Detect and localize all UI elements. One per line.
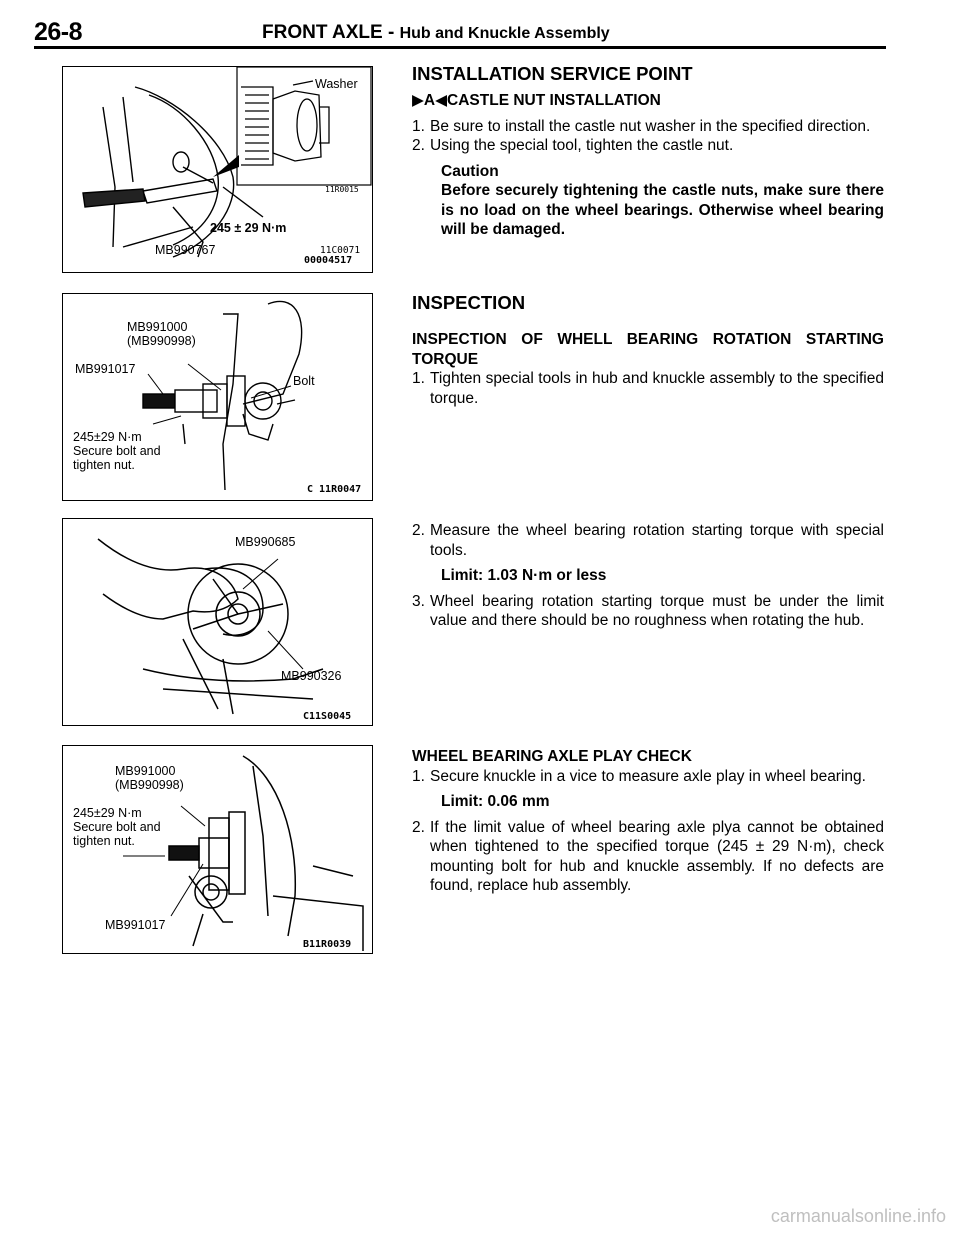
step-text: Measure the wheel bearing rotation start… <box>430 522 884 559</box>
step-number: 1. <box>412 117 425 135</box>
label-note-1: Secure bolt and <box>73 820 161 834</box>
page-title-sub: Hub and Knuckle Assembly <box>399 25 610 42</box>
caution-label: Caution <box>441 162 499 180</box>
label-washer: Washer <box>315 77 358 91</box>
step-text: Be sure to install the castle nut washer… <box>430 117 871 135</box>
caution-text: Before securely tightening the castle nu… <box>441 182 884 238</box>
figure-1-drawing <box>82 67 372 258</box>
page-number: 26-8 <box>34 18 83 46</box>
inset-code: 11R0015 <box>325 185 359 194</box>
step-text: Wheel bearing rotation starting torque m… <box>430 592 884 630</box>
step-2: 2. If the limit value of wheel bearing a… <box>412 818 884 896</box>
label-tool-mb990998: (MB990998) <box>127 334 196 348</box>
step-3: 3. Wheel bearing rotation starting torqu… <box>412 592 884 631</box>
label-tool-mb990685: MB990685 <box>235 535 296 549</box>
step-text: Using the special tool, tighten the cast… <box>430 137 734 154</box>
label-tool-mb991017: MB991017 <box>75 362 136 376</box>
marker-right-icon: ▶ <box>412 92 424 109</box>
step-2: 2. Measure the wheel bearing rotation st… <box>412 521 884 560</box>
section-rotation-torque: 2. Measure the wheel bearing rotation st… <box>412 521 884 631</box>
label-bolt: Bolt <box>293 374 315 388</box>
label-tool-mb991000: MB991000 <box>115 764 176 778</box>
step-text: If the limit value of wheel bearing axle… <box>430 818 884 895</box>
marker-left-icon: ◀ <box>435 92 448 109</box>
label-torque: 245±29 N·m <box>73 806 142 820</box>
subheading-text: CASTLE NUT INSTALLATION <box>447 92 661 109</box>
label-tool-mb990998: (MB990998) <box>115 778 184 792</box>
label-torque: 245 ± 29 N·m <box>210 221 287 235</box>
figure-4-drawing <box>123 755 364 951</box>
figure-code: B11R0039 <box>303 939 352 950</box>
label-tool-mb990767: MB990767 <box>155 243 216 257</box>
section-subheading: ▶A◀CASTLE NUT INSTALLATION <box>412 91 884 111</box>
section-subheading: INSPECTION OF WHELL BEARING ROTATION STA… <box>412 331 884 368</box>
section-heading: INSPECTION <box>412 292 526 313</box>
limit-value: Limit: 1.03 N·m or less <box>441 567 607 584</box>
step-number: 3. <box>412 592 425 610</box>
figure-axle-play-check: MB991000 (MB990998) 245±29 N·m Secure bo… <box>62 745 373 954</box>
header-rule <box>34 46 886 49</box>
step-number: 2. <box>412 818 425 836</box>
label-tool-mb991000: MB991000 <box>127 320 188 334</box>
section-heading: WHEEL BEARING AXLE PLAY CHECK <box>412 748 692 765</box>
document-code: 00004517 <box>304 255 353 266</box>
label-note-2: tighten nut. <box>73 834 135 848</box>
label-tool-mb991017: MB991017 <box>105 918 166 932</box>
figure-castle-nut-installation: Washer 245 ± 29 N·m MB990767 11R0015 11C… <box>62 66 373 273</box>
section-axle-play-check: WHEEL BEARING AXLE PLAY CHECK 1. Secure … <box>412 747 884 896</box>
page-title-main: FRONT AXLE - <box>262 22 395 43</box>
label-note-1: Secure bolt and <box>73 444 161 458</box>
figure-rotation-torque-setup: MB991000 (MB990998) MB991017 Bolt 245±29… <box>62 293 373 501</box>
label-tool-mb990326: MB990326 <box>281 669 342 683</box>
step-1: 1. Secure knuckle in a vice to measure a… <box>412 767 884 787</box>
marker-letter: A <box>423 92 436 109</box>
step-number: 1. <box>412 370 425 387</box>
figure-code: C 11R0047 <box>307 484 362 495</box>
figure-rotation-torque-measure: MB990685 MB990326 C11S0045 <box>62 518 373 726</box>
section-installation-service-point: INSTALLATION SERVICE POINT ▶A◀CASTLE NUT… <box>412 63 884 240</box>
page-title: FRONT AXLE - Hub and Knuckle Assembly <box>262 22 610 44</box>
section-heading: INSTALLATION SERVICE POINT <box>412 63 693 84</box>
step-number: 2. <box>412 522 425 539</box>
figure-code: C11S0045 <box>303 711 352 722</box>
step-2: 2. Using the special tool, tighten the c… <box>412 136 884 156</box>
step-text: Secure knuckle in a vice to measure axle… <box>430 767 866 785</box>
figure-2-drawing <box>142 300 303 491</box>
figure-3-drawing <box>97 538 324 715</box>
step-number: 1. <box>412 767 425 785</box>
watermark: carmanualsonline.info <box>770 1206 946 1226</box>
limit-value: Limit: 0.06 mm <box>441 793 550 810</box>
label-note-2: tighten nut. <box>73 458 135 472</box>
step-text: Tighten special tools in hub and knuckle… <box>430 370 884 407</box>
figure-code: 11C0071 <box>320 245 361 256</box>
section-inspection: INSPECTION INSPECTION OF WHELL BEARING R… <box>412 292 884 408</box>
label-torque: 245±29 N·m <box>73 430 142 444</box>
step-1: 1. Tighten special tools in hub and knuc… <box>412 369 884 408</box>
step-1: 1. Be sure to install the castle nut was… <box>412 117 884 137</box>
step-number: 2. <box>412 137 425 154</box>
